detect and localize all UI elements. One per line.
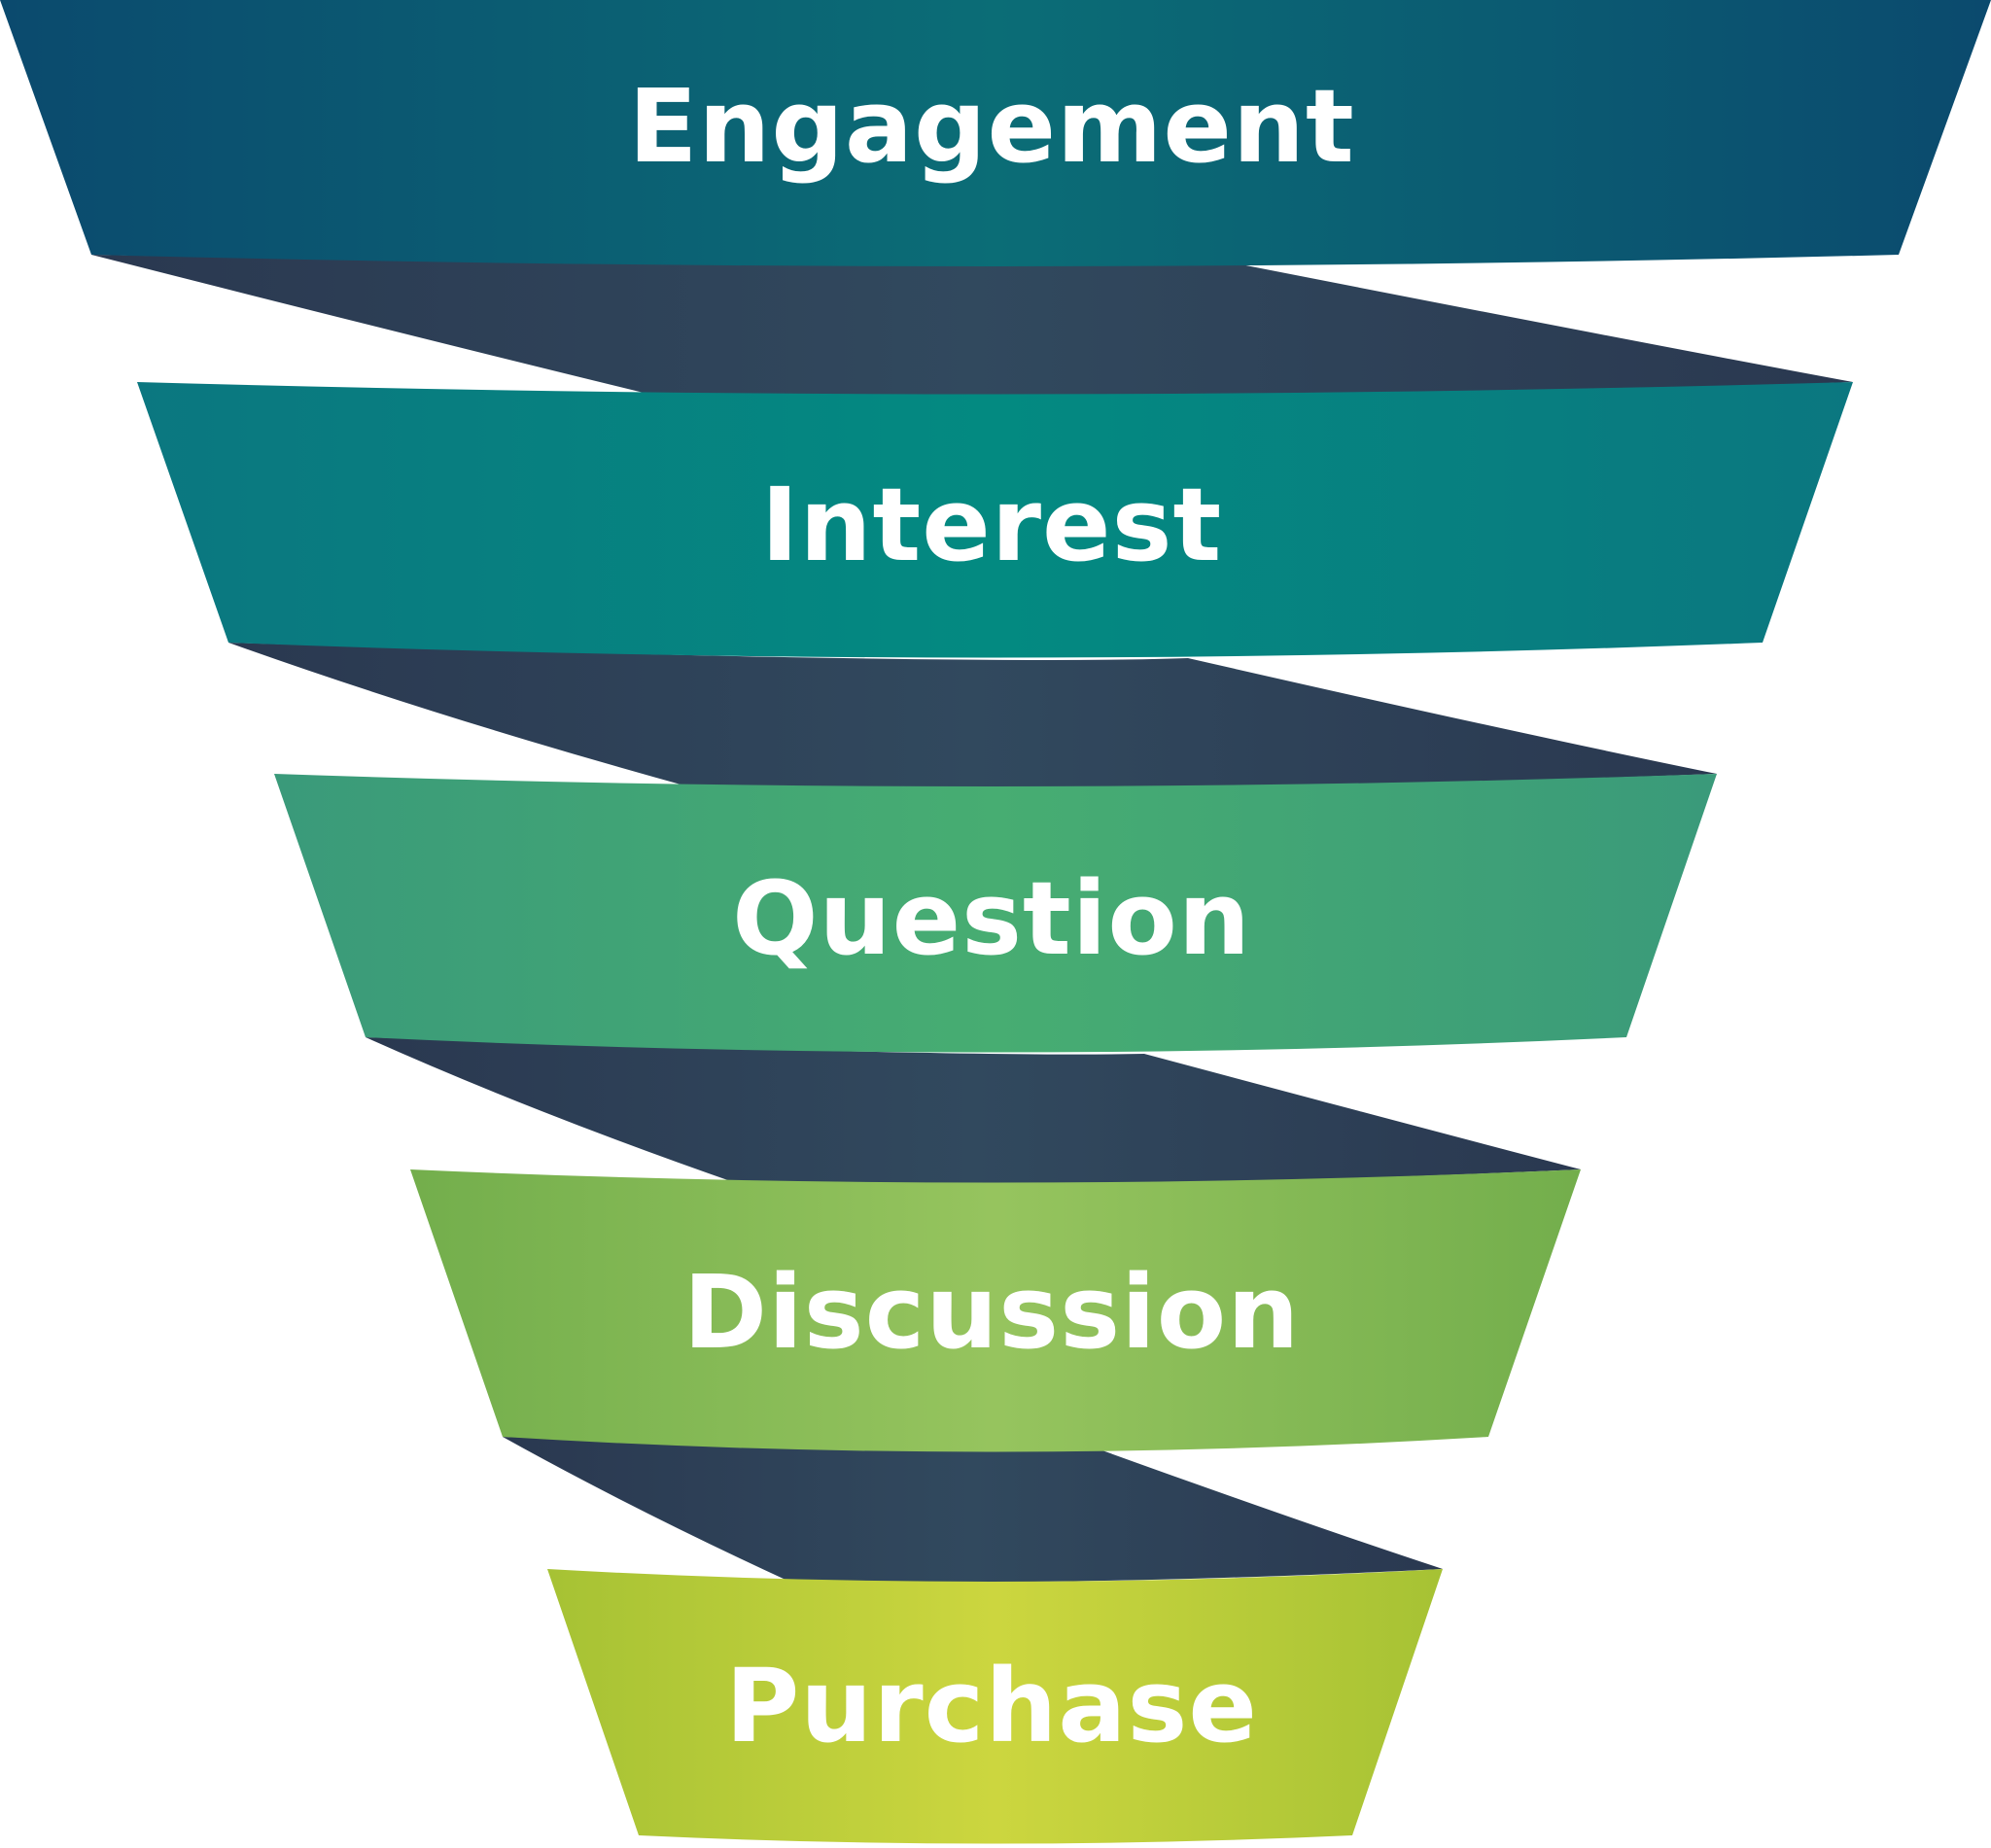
stage-label-question: Question bbox=[732, 859, 1251, 978]
band-shape bbox=[0, 0, 1991, 266]
connector-3 bbox=[366, 1037, 1581, 1186]
funnel-band-interest: Interest bbox=[137, 382, 1853, 658]
funnel-connectors bbox=[91, 255, 1853, 1583]
band-shape bbox=[137, 382, 1853, 658]
funnel-band-engagement: Engagement bbox=[0, 0, 1991, 266]
band-shape bbox=[410, 1169, 1581, 1452]
funnel-band-discussion: Discussion bbox=[410, 1169, 1581, 1452]
band-shape bbox=[547, 1569, 1443, 1844]
connector-4 bbox=[503, 1437, 1443, 1583]
funnel-band-purchase: Purchase bbox=[547, 1569, 1443, 1844]
connector-2 bbox=[228, 643, 1717, 790]
connector-1 bbox=[91, 255, 1853, 399]
band-shape bbox=[274, 774, 1717, 1053]
stage-label-purchase: Purchase bbox=[725, 1647, 1258, 1765]
stage-label-interest: Interest bbox=[761, 466, 1222, 584]
funnel-band-question: Question bbox=[274, 774, 1717, 1053]
stage-label-discussion: Discussion bbox=[683, 1253, 1301, 1372]
stage-label-engagement: Engagement bbox=[628, 67, 1354, 186]
